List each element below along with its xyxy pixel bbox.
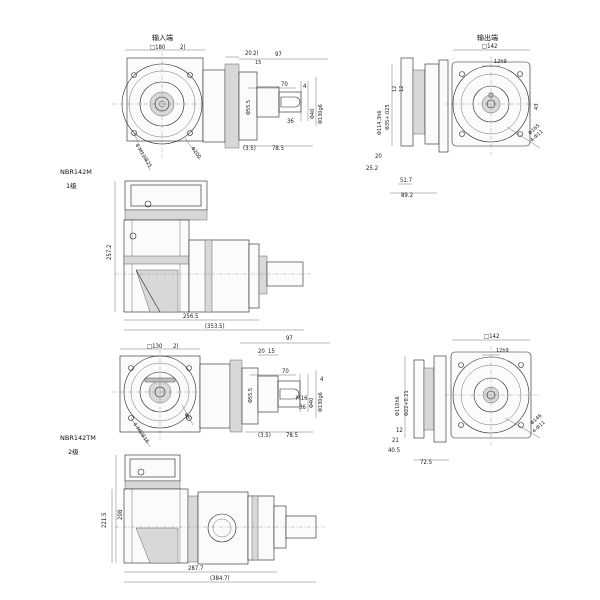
dim-20: 20 bbox=[245, 50, 252, 57]
dim-4: 4 bbox=[303, 83, 307, 90]
dim-d110: Φ110h6 bbox=[395, 396, 401, 416]
dim-353-5: (353.5) bbox=[205, 323, 225, 330]
view-output-end-2: □142 12h9 Φ146 4-Φ11 Φ110h6 Φ22+0.21 12 … bbox=[388, 333, 547, 466]
dim-97: 97 bbox=[275, 51, 282, 58]
dim-256-5: 256.5 bbox=[183, 313, 198, 320]
dim-15-2: 15 bbox=[268, 348, 275, 355]
out-flange-dim-2: □142 bbox=[484, 333, 499, 340]
dim-m16: M16 bbox=[296, 395, 308, 402]
view-input-end-1: 输入端 □180 2) 20 2) 97 15 70 4 bbox=[112, 33, 328, 171]
dim-221-5: 221.5 bbox=[101, 513, 108, 528]
dim-key: 12h9 bbox=[494, 59, 507, 65]
dim-51-7: 51.7 bbox=[400, 177, 412, 184]
dim-d1143: Φ114.3h6 bbox=[377, 110, 383, 135]
dim-4-2: 4 bbox=[320, 376, 324, 383]
dim-m12: 4-M12深25 bbox=[133, 142, 153, 169]
input-flange-dim-2: □130 bbox=[147, 343, 163, 350]
dim-12: 12 bbox=[396, 427, 403, 434]
dim-78-5-2: 78.5 bbox=[286, 432, 298, 439]
dim-208: 208 bbox=[117, 509, 124, 520]
view-input-end-2: □130 2) 20 15 97 70 4 Φ55.5 Φ40 Φ130g6 bbox=[112, 335, 330, 448]
view-side-elevation-2: NBR142TM 2级 221.5 208 287.7 (384.7) bbox=[60, 434, 325, 583]
model-1-stage: 1级 bbox=[66, 181, 77, 190]
dim-h12a: 12 bbox=[392, 86, 398, 92]
dim-43: 43 bbox=[534, 104, 540, 110]
dim-20-2: 20 bbox=[258, 348, 265, 355]
dim-d130-2: Φ130g6 bbox=[318, 392, 324, 412]
dim-d22: Φ22+0.21 bbox=[404, 390, 410, 416]
input-end-title: 输入端 bbox=[152, 33, 173, 42]
input-flange-dim: □180 bbox=[150, 44, 166, 51]
dim-257-2: 257.2 bbox=[106, 245, 113, 260]
dim-36-2: 36 bbox=[299, 404, 306, 411]
output-end-title: 输出端 bbox=[477, 33, 498, 42]
out-flange-dim: □142 bbox=[482, 43, 497, 50]
view-output-end-1: 输出端 □142 12h9 43 Φ165 4-Φ11 Φ114.3h6 Φ35… bbox=[366, 33, 545, 199]
dim-36: 36 bbox=[287, 118, 294, 125]
svg-text:2): 2) bbox=[180, 44, 186, 51]
dim-70: 70 bbox=[281, 81, 288, 88]
model-2-name: NBR142TM bbox=[60, 434, 96, 442]
svg-text:2): 2) bbox=[253, 50, 259, 57]
dim-78-5: 78.5 bbox=[272, 145, 284, 152]
dim-21: 21 bbox=[392, 437, 399, 444]
dim-25-2: 25.2 bbox=[366, 165, 378, 172]
dim-d40: Φ40 bbox=[310, 109, 316, 119]
dim-d40-2: Φ40 bbox=[309, 398, 315, 408]
dim-287-7: 287.7 bbox=[188, 565, 203, 572]
dim-3-5-2: (3.5) bbox=[258, 432, 271, 439]
dim-d55: Φ55.5 bbox=[246, 100, 252, 115]
dim-97-2: 97 bbox=[286, 335, 293, 342]
dim-d35: Φ35+.025 bbox=[385, 104, 391, 130]
dim-key-2: 12h9 bbox=[496, 348, 509, 354]
dim-40-5: 40.5 bbox=[388, 447, 400, 454]
dim-15: 15 bbox=[255, 60, 261, 66]
dim-3-5: (3.5) bbox=[243, 145, 256, 152]
view-side-elevation-1: NBR142M 1级 257.2 256.5 (353.5) bbox=[60, 168, 312, 331]
dim-384-7: (384.7) bbox=[210, 575, 230, 582]
dim-70-2: 70 bbox=[282, 368, 289, 375]
dim-h12b: 12 bbox=[399, 86, 405, 92]
dim-d130: Φ130g6 bbox=[318, 104, 324, 124]
dim-72-5: 72.5 bbox=[420, 459, 432, 466]
svg-text:2): 2) bbox=[173, 343, 179, 350]
dim-d55-2: Φ55.5 bbox=[248, 388, 254, 403]
dim-20b: 20 bbox=[375, 153, 382, 160]
model-1-name: NBR142M bbox=[60, 168, 92, 176]
dim-45: 45 bbox=[182, 412, 190, 421]
dim-89-2: 89.2 bbox=[401, 192, 413, 199]
dim-d200: Φ200 bbox=[189, 146, 202, 160]
model-2-stage: 2级 bbox=[68, 447, 79, 456]
